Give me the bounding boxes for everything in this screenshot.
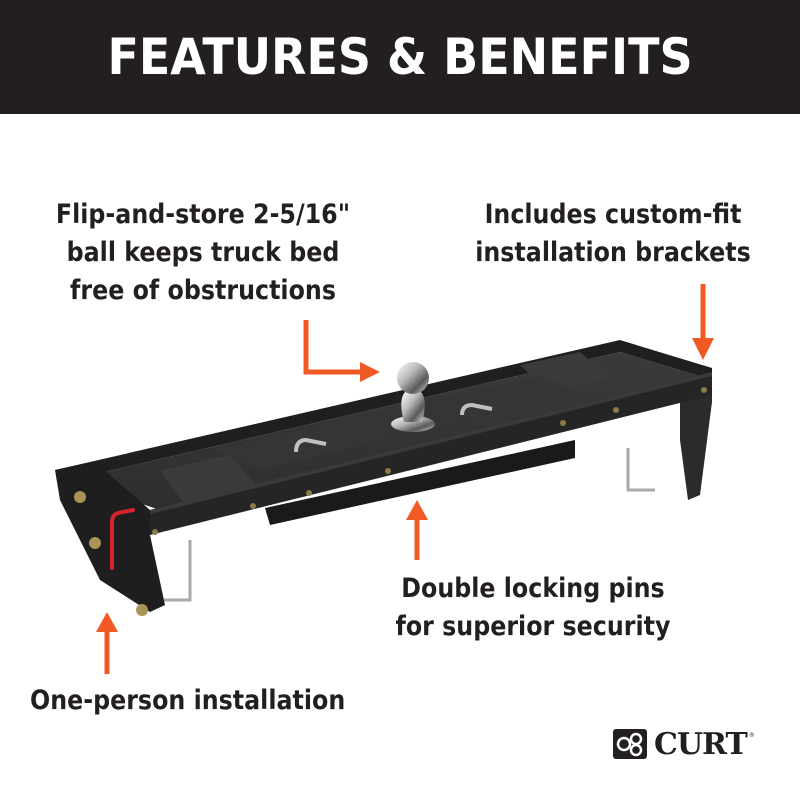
registered-mark: ® [748, 732, 755, 739]
callout-locking-pins: Double locking pins for superior securit… [388, 570, 678, 646]
arrow-brackets-icon [692, 284, 714, 360]
page-title: FEATURES & BENEFITS [107, 28, 693, 86]
brand-logo: CURT ® [612, 726, 755, 762]
callout-line: installation brackets [475, 237, 751, 268]
callout-line: Flip-and-store 2-5/16" [55, 199, 351, 230]
arrow-ball-icon [303, 320, 380, 382]
arrow-pins-icon [406, 500, 428, 560]
callout-line: Double locking pins [401, 573, 665, 604]
callout-line: One-person installation [30, 685, 346, 716]
callout-installation-brackets: Includes custom-fit installation bracket… [461, 196, 765, 272]
callout-line: for superior security [395, 611, 671, 642]
callout-line: ball keeps truck bed [66, 237, 340, 268]
gooseneck-hitch-image [55, 340, 712, 616]
curt-logo-icon [613, 729, 647, 759]
header-banner: FEATURES & BENEFITS [0, 0, 800, 114]
callout-line: free of obstructions [70, 275, 336, 306]
callout-line: Includes custom-fit [484, 199, 742, 230]
callout-flip-and-store-ball: Flip-and-store 2-5/16" ball keeps truck … [44, 196, 363, 310]
arrow-install-icon [96, 612, 118, 674]
brand-name: CURT [654, 726, 748, 762]
callout-one-person-installation: One-person installation [30, 682, 356, 720]
